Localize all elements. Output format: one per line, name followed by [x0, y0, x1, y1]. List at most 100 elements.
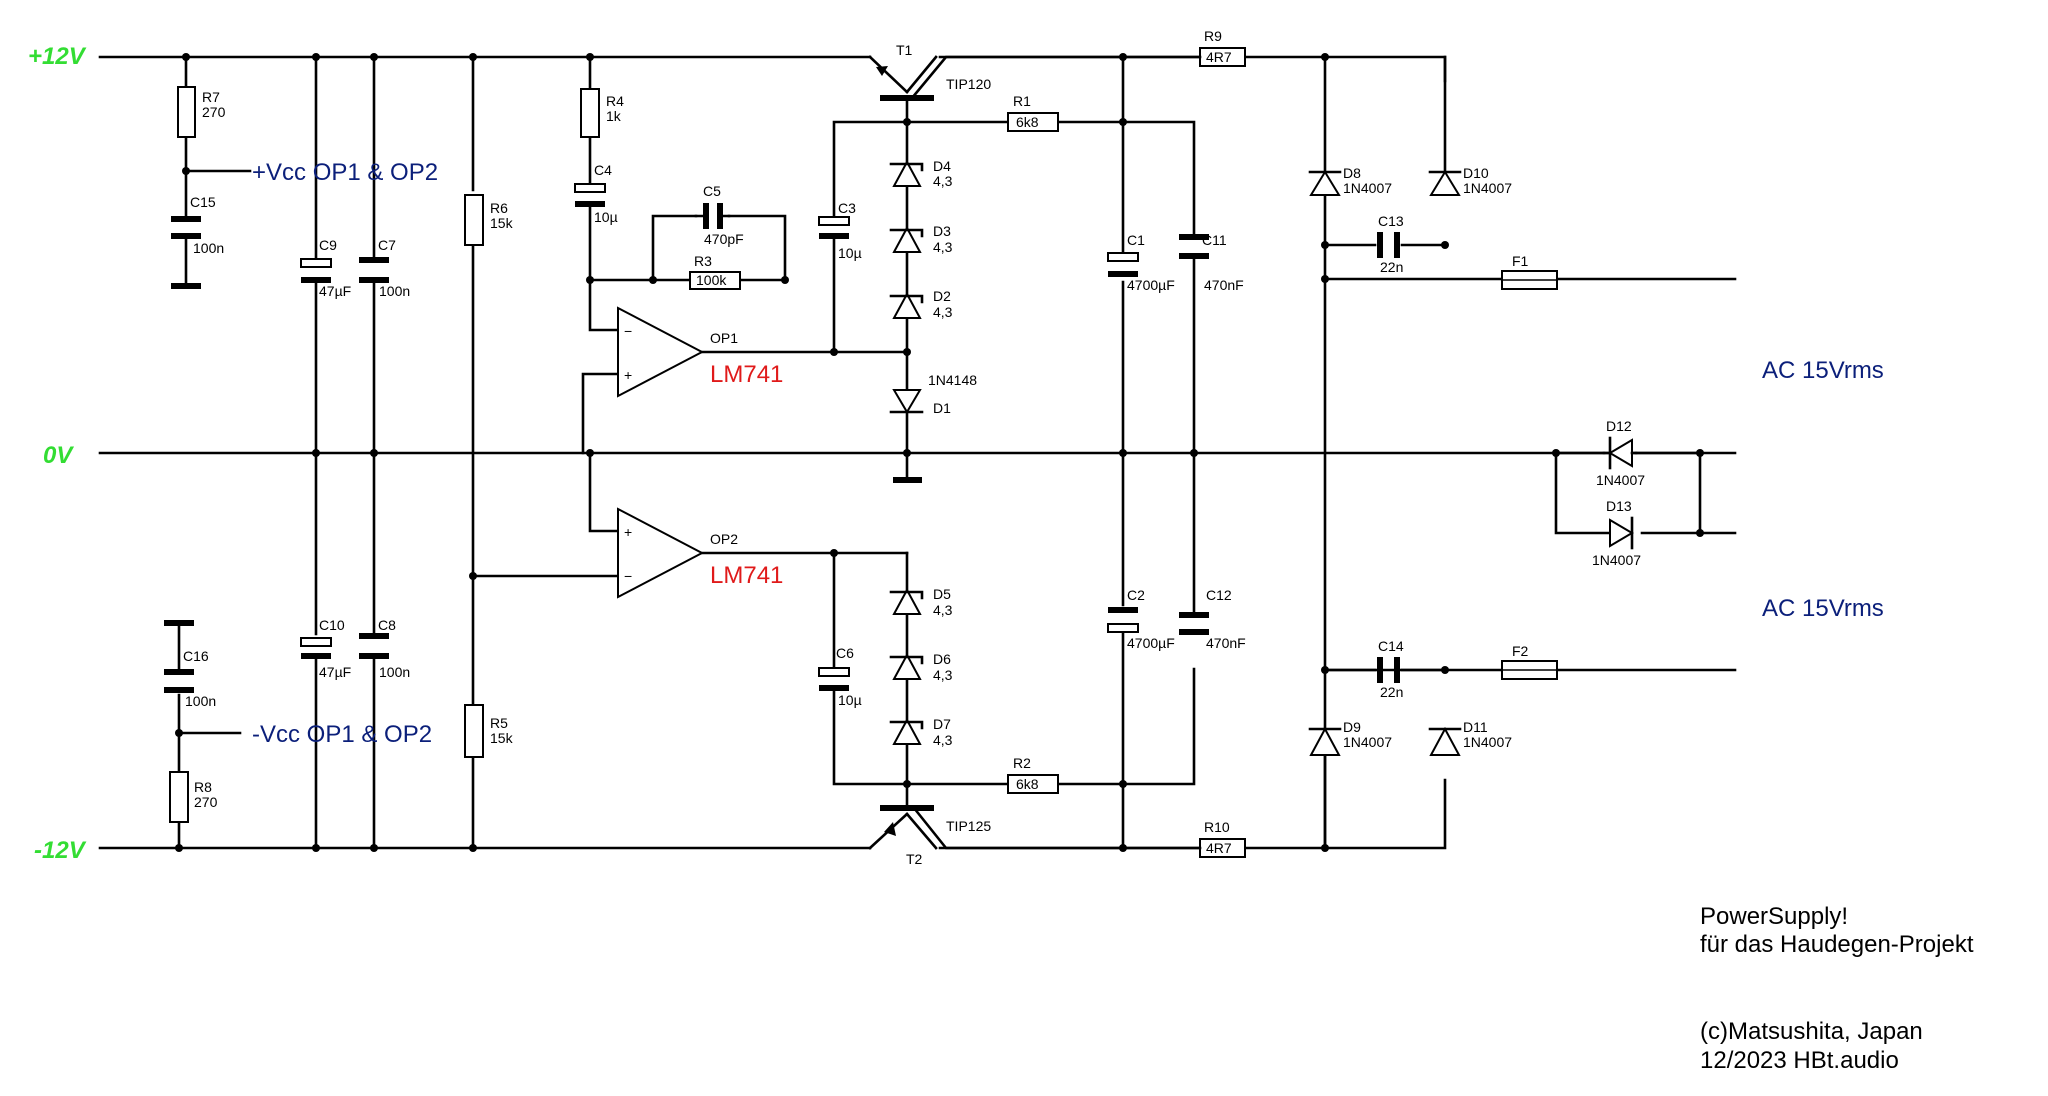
- junction-dot: [903, 348, 911, 356]
- svg-text:−: −: [624, 568, 632, 584]
- diode-d13: D13 1N4007: [1592, 498, 1641, 568]
- svg-text:D3: D3: [933, 223, 951, 239]
- svg-text:D12: D12: [1606, 418, 1632, 434]
- note-title: PowerSupply!: [1700, 903, 1848, 930]
- svg-text:6k8: 6k8: [1016, 114, 1039, 130]
- svg-text:10µ: 10µ: [838, 692, 862, 708]
- svg-text:1N4007: 1N4007: [1343, 734, 1392, 750]
- zener-d5: D5 4,3: [889, 586, 953, 618]
- junction-dot: [175, 729, 183, 737]
- svg-text:4,3: 4,3: [933, 173, 953, 189]
- junction-dot: [312, 449, 320, 457]
- svg-text:4,3: 4,3: [933, 304, 953, 320]
- svg-text:C2: C2: [1127, 587, 1145, 603]
- svg-text:D4: D4: [933, 158, 951, 174]
- junction-dot: [1441, 666, 1449, 674]
- diode-d1: 1N4148 D1: [889, 372, 977, 483]
- svg-text:470nF: 470nF: [1204, 277, 1244, 293]
- svg-text:100n: 100n: [185, 693, 216, 709]
- zener-d4: D4 4,3: [889, 158, 953, 189]
- svg-text:T1: T1: [896, 42, 913, 58]
- svg-text:D9: D9: [1343, 719, 1361, 735]
- svg-text:C10: C10: [319, 617, 345, 633]
- junction-dot: [469, 844, 477, 852]
- svg-text:270: 270: [202, 104, 226, 120]
- svg-text:LM741: LM741: [710, 562, 783, 589]
- junction-dot: [1321, 53, 1329, 61]
- svg-text:R9: R9: [1204, 28, 1222, 44]
- svg-text:R6: R6: [490, 200, 508, 216]
- junction-dot: [1552, 449, 1560, 457]
- diode-d9: D9 1N4007: [1308, 719, 1392, 756]
- transistor-t1: T1 TIP120: [868, 42, 1202, 124]
- capacitor-c9: C9 47µF: [300, 237, 351, 299]
- junction-dot: [781, 276, 789, 284]
- note-subtitle: für das Haudegen-Projekt: [1700, 931, 1974, 958]
- svg-text:C12: C12: [1206, 587, 1232, 603]
- svg-text:1N4007: 1N4007: [1596, 472, 1645, 488]
- junction-dot: [1190, 449, 1198, 457]
- svg-text:R4: R4: [606, 93, 624, 109]
- svg-text:C3: C3: [838, 200, 856, 216]
- vcc-pos-label: +Vcc OP1 & OP2: [252, 159, 438, 186]
- svg-text:4,3: 4,3: [933, 732, 953, 748]
- svg-text:TIP125: TIP125: [946, 818, 991, 834]
- capacitor-c4: C4 10µ: [574, 162, 618, 225]
- svg-text:−: −: [624, 323, 632, 339]
- rail-label-pos12: +12V: [28, 43, 87, 70]
- svg-text:47µF: 47µF: [319, 664, 351, 680]
- svg-text:OP2: OP2: [710, 531, 738, 547]
- resistor-r3: R3 100k: [689, 253, 741, 290]
- svg-text:4R7: 4R7: [1206, 49, 1232, 65]
- svg-text:100n: 100n: [379, 664, 410, 680]
- ac-input-label-top: AC 15Vrms: [1762, 357, 1884, 384]
- capacitor-c15: C15 100n: [171, 194, 224, 289]
- resistor-r10: R10 4R7: [1199, 819, 1246, 858]
- junction-dot: [903, 449, 911, 457]
- junction-dot: [370, 53, 378, 61]
- junction-dot: [586, 276, 594, 284]
- svg-text:4,3: 4,3: [933, 239, 953, 255]
- note-copyright: (c)Matsushita, Japan: [1700, 1018, 1923, 1045]
- svg-text:R7: R7: [202, 89, 220, 105]
- svg-text:4,3: 4,3: [933, 602, 953, 618]
- resistor-r4: R4 1k: [580, 88, 624, 138]
- svg-text:15k: 15k: [490, 215, 514, 231]
- junction-dot: [1321, 241, 1329, 249]
- capacitor-c11: C11 470nF: [1179, 232, 1244, 293]
- fuse-f1: F1: [1501, 253, 1558, 290]
- svg-text:1N4007: 1N4007: [1343, 180, 1392, 196]
- junction-dot: [649, 276, 657, 284]
- junction-dot: [1321, 275, 1329, 283]
- svg-text:100n: 100n: [193, 240, 224, 256]
- svg-text:C5: C5: [703, 183, 721, 199]
- svg-text:C11: C11: [1202, 232, 1227, 248]
- svg-text:1k: 1k: [606, 108, 622, 124]
- svg-text:1N4007: 1N4007: [1463, 180, 1512, 196]
- diode-d11: D11 1N4007: [1428, 719, 1512, 756]
- svg-text:R8: R8: [194, 779, 212, 795]
- svg-text:C1: C1: [1127, 232, 1145, 248]
- zener-d6: D6 4,3: [889, 651, 953, 683]
- capacitor-c6: C6 10µ: [818, 645, 862, 708]
- resistor-r5: R5 15k: [464, 704, 514, 758]
- svg-text:D7: D7: [933, 716, 951, 732]
- svg-text:1N4007: 1N4007: [1463, 734, 1512, 750]
- capacitor-c12: C12 470nF: [1179, 587, 1246, 651]
- svg-text:270: 270: [194, 794, 218, 810]
- junction-dot: [586, 53, 594, 61]
- opamp-op2: + − OP2 LM741: [617, 507, 783, 599]
- svg-text:22n: 22n: [1380, 684, 1403, 700]
- capacitor-c10: C10 47µF: [300, 617, 351, 680]
- svg-text:C15: C15: [190, 194, 216, 210]
- ac-input-label-bottom: AC 15Vrms: [1762, 595, 1884, 622]
- diode-d10: D10 1N4007: [1428, 165, 1512, 196]
- svg-text:47µF: 47µF: [319, 283, 351, 299]
- fuse-f2: F2: [1501, 643, 1558, 680]
- svg-text:4R7: 4R7: [1206, 840, 1232, 856]
- rail-label-gnd: 0V: [43, 442, 74, 469]
- svg-text:100n: 100n: [379, 283, 410, 299]
- svg-text:OP1: OP1: [710, 330, 738, 346]
- diode-d8: D8 1N4007: [1308, 165, 1392, 196]
